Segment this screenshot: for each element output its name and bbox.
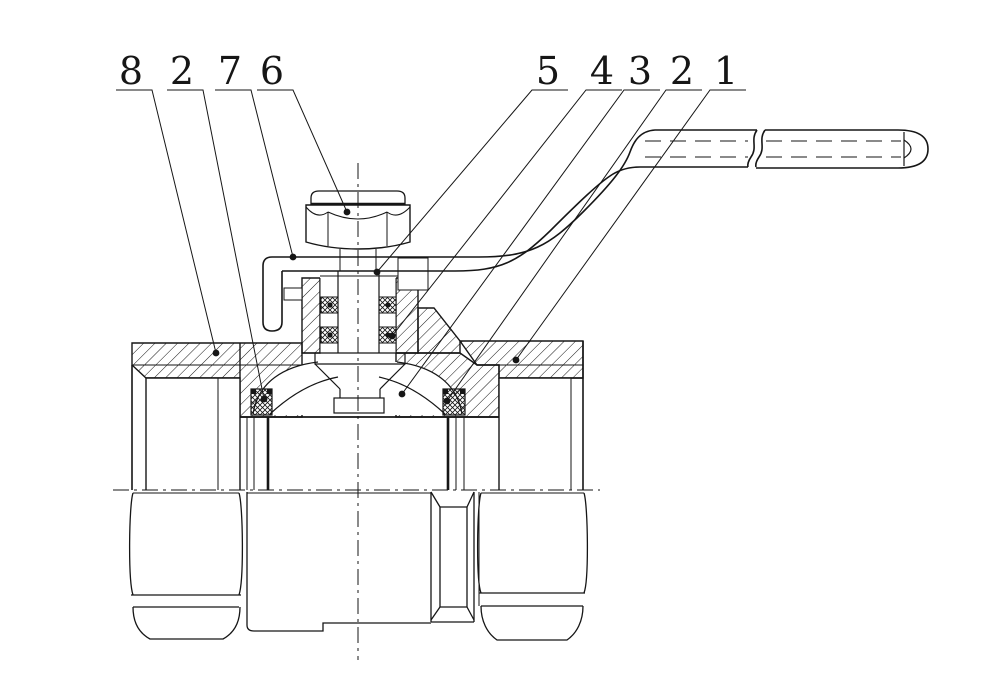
handle-grip xyxy=(756,129,929,169)
right-bore xyxy=(499,378,571,490)
bonnet-left-wall xyxy=(301,277,321,354)
handle-hook xyxy=(262,266,283,332)
stem-stop-block xyxy=(397,257,429,291)
callout-4: 4 xyxy=(590,49,614,93)
callout-2-left: 2 xyxy=(170,49,194,93)
ball-slot xyxy=(333,397,385,414)
left-cap-external xyxy=(128,492,244,640)
right-seat-seal xyxy=(442,388,466,416)
leader-5 xyxy=(376,89,568,273)
left-seat-seal xyxy=(250,388,273,416)
leader-6 xyxy=(257,89,348,213)
callout-8: 8 xyxy=(119,49,143,93)
body-detail-lines xyxy=(131,341,584,490)
handle xyxy=(262,129,929,332)
leader-7 xyxy=(215,89,294,258)
leader-2-left xyxy=(167,89,265,400)
callout-2-right: 2 xyxy=(670,49,694,93)
leader-8 xyxy=(116,89,217,354)
left-bore xyxy=(146,378,240,490)
handle-plate-top xyxy=(262,129,757,267)
callout-6: 6 xyxy=(260,49,284,93)
stem-assembly xyxy=(302,249,418,414)
callout-3: 3 xyxy=(628,49,652,93)
leader-4 xyxy=(391,89,622,337)
leader-2-right xyxy=(446,89,702,402)
centerlines xyxy=(113,163,600,660)
callout-numbers: 8 2 7 6 5 4 3 2 1 xyxy=(119,49,738,93)
seat-seals xyxy=(250,388,466,416)
stem-packing xyxy=(320,296,397,344)
callout-5: 5 xyxy=(536,49,560,93)
leader-3 xyxy=(401,89,660,395)
callout-dots xyxy=(212,208,520,405)
callout-leaders xyxy=(116,89,746,402)
right-cap-external xyxy=(476,492,589,641)
callout-7: 7 xyxy=(218,49,242,93)
handle-plate-bottom xyxy=(282,166,748,272)
center-body-external xyxy=(246,491,480,632)
leader-1 xyxy=(515,89,746,361)
bonnet-left-step xyxy=(283,287,303,301)
bonnet-right-shoulder xyxy=(417,307,461,354)
callout-1: 1 xyxy=(714,49,738,93)
